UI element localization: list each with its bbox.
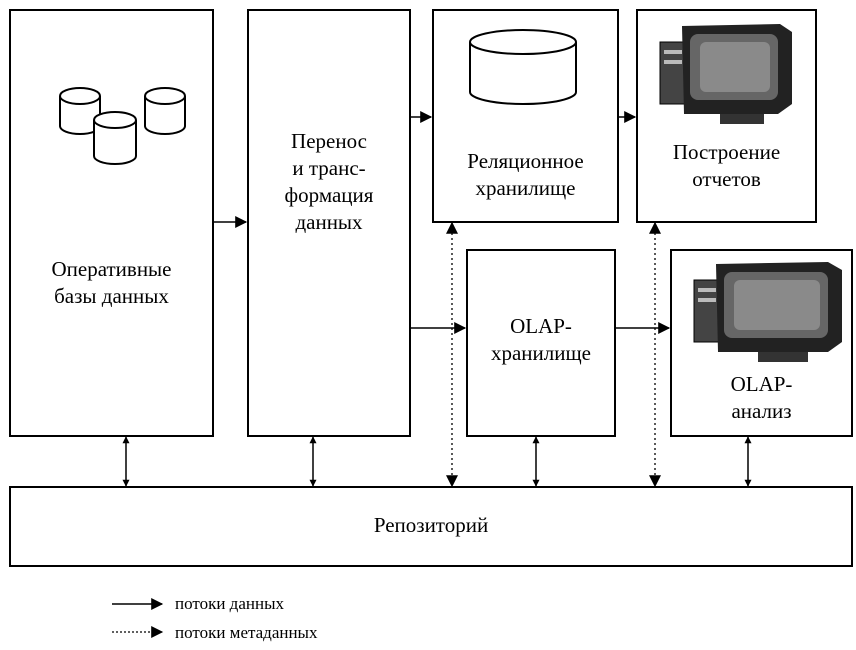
- database-icon: [59, 87, 186, 165]
- olap-storage-box: [466, 249, 616, 437]
- legend-data-flows-label: потоки данных: [175, 594, 284, 613]
- transfer-transformation-label: Перенос и транс- формация данных: [284, 129, 374, 234]
- olap-storage-label: OLAP- хранилище: [490, 314, 591, 365]
- repository-box: [9, 486, 853, 567]
- operational-databases-box: [9, 9, 214, 437]
- computer-icon: [659, 24, 792, 124]
- repository-label: Репозиторий: [373, 513, 489, 537]
- operational-databases-label: Оперативные базы данных: [51, 257, 172, 308]
- legend-metadata-flows-label: потоки метаданных: [175, 623, 318, 642]
- relational-storage-label: Реляционное хранилище: [467, 149, 584, 200]
- olap-computer-icon: [693, 262, 842, 362]
- transfer-transformation-box: [247, 9, 411, 437]
- reporting-label: Построение отчетов: [672, 140, 781, 191]
- relational-storage-database-icon: [469, 29, 577, 105]
- olap-analysis-label: OLAP- анализ: [730, 372, 793, 423]
